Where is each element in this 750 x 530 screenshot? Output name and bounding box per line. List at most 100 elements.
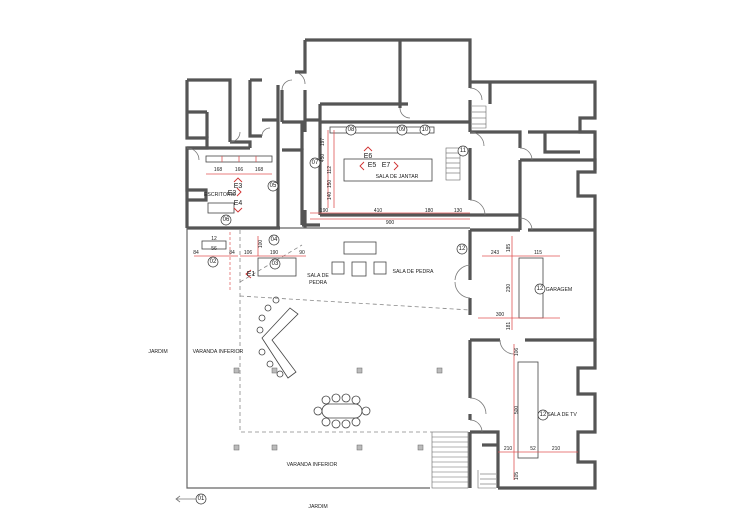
tag-03: 03 bbox=[269, 258, 281, 270]
svg-text:02: 02 bbox=[210, 259, 217, 265]
tag-09: 09 bbox=[396, 124, 408, 136]
dim-sp-84b: 84 bbox=[229, 250, 235, 256]
tag-08: 08 bbox=[345, 124, 357, 136]
dim-tv-106: 106 bbox=[514, 348, 520, 357]
dim-sj-150: 150 bbox=[327, 180, 333, 189]
armchair-left bbox=[331, 261, 345, 275]
tag-05: 05 bbox=[267, 180, 279, 192]
dim-esc-12: 12 bbox=[211, 236, 217, 242]
dim-sp-106: 106 bbox=[244, 250, 253, 256]
svg-text:01: 01 bbox=[198, 496, 205, 502]
svg-text:11: 11 bbox=[460, 148, 467, 154]
dim-g-115: 115 bbox=[534, 250, 542, 256]
svg-text:12: 12 bbox=[540, 412, 547, 418]
svg-text:05: 05 bbox=[270, 183, 277, 189]
svg-text:E7: E7 bbox=[382, 162, 391, 169]
room-label-sala-pedra-left-1: SALA DE bbox=[307, 273, 329, 279]
round-dining-set bbox=[313, 393, 371, 429]
dim-tv-210b: 210 bbox=[552, 446, 561, 452]
stairs bbox=[431, 105, 496, 489]
dim-g-300: 300 bbox=[496, 312, 505, 318]
tag-06: 06 bbox=[220, 214, 232, 226]
dim-sj-450: 450 bbox=[320, 154, 326, 163]
tag-10: 10 bbox=[419, 124, 431, 136]
svg-text:E5: E5 bbox=[368, 162, 377, 169]
svg-text:08: 08 bbox=[348, 127, 355, 133]
dim-sp-100: 100 bbox=[258, 240, 264, 249]
tag-11: 11 bbox=[457, 145, 469, 157]
elevation-e4: E4 bbox=[233, 200, 243, 213]
tag-12-garage: 12 bbox=[534, 283, 546, 295]
tag-01: 01 bbox=[175, 493, 207, 505]
elevation-e1: E1 bbox=[245, 269, 256, 279]
elevation-e6: E6 bbox=[363, 146, 372, 160]
dim-esc-168b: 168 bbox=[255, 167, 264, 173]
dining-sideboard bbox=[329, 126, 435, 134]
tag-02: 02 bbox=[207, 256, 219, 268]
dim-sj-410: 410 bbox=[374, 208, 383, 214]
svg-text:10: 10 bbox=[422, 127, 429, 133]
dim-sj-190: 190 bbox=[320, 208, 329, 214]
sofa bbox=[343, 241, 377, 255]
elevation-e2: E2 bbox=[228, 187, 242, 197]
dim-sj-900: 900 bbox=[386, 220, 395, 226]
walls bbox=[185, 38, 597, 490]
dim-sj-180: 180 bbox=[425, 208, 434, 214]
dim-tv-105: 105 bbox=[514, 472, 520, 481]
svg-text:09: 09 bbox=[399, 127, 406, 133]
svg-text:E2: E2 bbox=[228, 190, 237, 197]
stair-spiral bbox=[472, 105, 487, 129]
room-label-sala-tv: SALA DE TV bbox=[547, 412, 577, 418]
dim-g-181: 181 bbox=[506, 322, 512, 331]
svg-text:03: 03 bbox=[272, 261, 279, 267]
tag-12-stone: 12 bbox=[456, 243, 468, 255]
svg-text:E1: E1 bbox=[247, 271, 256, 278]
escritorio-desk bbox=[207, 202, 235, 214]
room-label-sala-pedra-left-2: PEDRA bbox=[309, 280, 327, 286]
tag-04: 04 bbox=[268, 234, 280, 246]
dim-tv-52: 52 bbox=[530, 446, 536, 452]
furniture bbox=[201, 126, 544, 459]
room-label-jardim-bottom: JARDIM bbox=[308, 504, 327, 510]
svg-text:12: 12 bbox=[459, 246, 466, 252]
stair-tv bbox=[477, 470, 496, 489]
dim-tv-210a: 210 bbox=[504, 446, 513, 452]
svg-text:E3: E3 bbox=[234, 183, 243, 190]
dim-sp-56: 56 bbox=[211, 246, 217, 252]
dim-esc-168a: 168 bbox=[214, 167, 223, 173]
dim-sj-112: 112 bbox=[327, 166, 333, 174]
svg-text:04: 04 bbox=[271, 237, 278, 243]
tag-12-tv: 12 bbox=[537, 409, 549, 421]
svg-text:12: 12 bbox=[537, 286, 544, 292]
dimension-texts: 168 166 168 12 190 410 180 130 900 197 4… bbox=[193, 138, 560, 481]
elevation-e7: E7 bbox=[382, 161, 399, 171]
room-label-sala-jantar: SALA DE JANTAR bbox=[376, 174, 419, 180]
room-label-varanda-inferior-bottom: VARANDA INFERIOR bbox=[287, 462, 338, 468]
coffee-table bbox=[351, 261, 367, 277]
elevation-markers: E1 E2 E3 E4 E5 E6 E7 bbox=[228, 146, 399, 279]
tv-console bbox=[517, 361, 539, 459]
dim-sp-90: 90 bbox=[299, 250, 305, 256]
dim-sp-84a: 84 bbox=[193, 250, 199, 256]
armchair-right bbox=[373, 261, 387, 275]
dim-g-230: 230 bbox=[506, 284, 512, 293]
dim-sj-130: 130 bbox=[454, 208, 463, 214]
stair-dining bbox=[445, 147, 461, 181]
tag-07: 07 bbox=[309, 157, 321, 169]
elevation-e5: E5 bbox=[359, 161, 377, 171]
pillars bbox=[233, 367, 443, 451]
dim-tv-500: 500 bbox=[514, 406, 520, 415]
elevation-e3: E3 bbox=[233, 177, 243, 190]
stair-main-lower bbox=[431, 431, 469, 489]
svg-text:07: 07 bbox=[312, 160, 319, 166]
svg-text:E4: E4 bbox=[234, 200, 243, 207]
bar-counter bbox=[261, 307, 299, 379]
section-tags: 01 02 03 04 05 06 07 08 09 10 11 12 12 1… bbox=[175, 124, 549, 505]
dining-table bbox=[343, 158, 433, 182]
door-swings bbox=[186, 71, 533, 433]
room-labels: ESCRITORIO SALA DE JANTAR SALA DE PEDRA … bbox=[148, 174, 577, 510]
room-label-escritorio: ESCRITORIO bbox=[204, 192, 236, 198]
svg-text:06: 06 bbox=[223, 217, 230, 223]
